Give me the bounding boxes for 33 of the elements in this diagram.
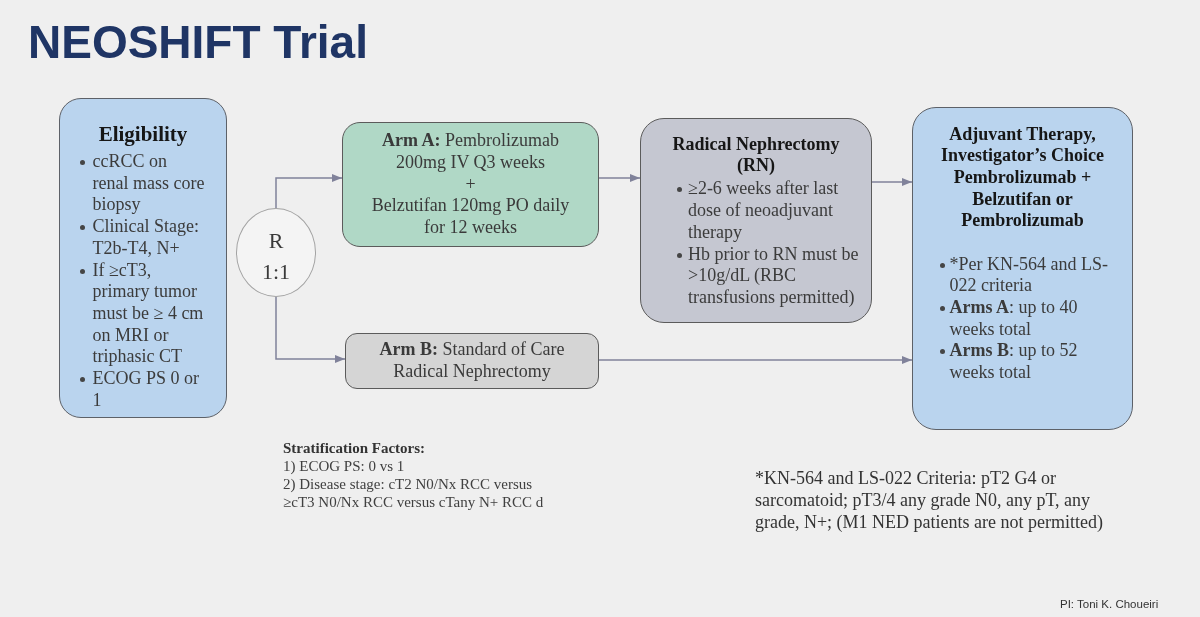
box-heading: Eligibility — [97, 122, 189, 146]
bullet-text: ECOG PS 0 or 1 — [92, 368, 200, 412]
connector-arrow — [275, 296, 346, 363]
connector-arrow — [871, 178, 913, 186]
bullet-text: Hb prior to RN must be >10g/dL (RBC transfusions permitted) — [688, 243, 860, 309]
bullet-text: ccRCC on renal mass core biopsy — [92, 151, 206, 217]
factor-text: 2) Disease stage: cT2 N0/Nx RCC versus ≥cT3 N0/Nx RCC versus cTany N+ RCC d — [283, 475, 545, 511]
box-text: Belzutifan 120mg PO daily for 12 weeks — [370, 195, 571, 239]
factor-text: 1) ECOG PS: 0 vs 1 — [283, 457, 405, 475]
treatment-arm-box — [342, 122, 599, 247]
box-text: + — [464, 173, 477, 196]
connector-arrow — [598, 174, 641, 182]
treatment-arm-box — [345, 333, 599, 389]
bullet-text: Arms B: up to 52 weeks total — [949, 340, 1079, 384]
connector-arrow — [598, 356, 913, 364]
bullet-text: ≥2-6 weeks after last dose of neoadjuvant therapy — [688, 178, 840, 244]
box-text: Arm A: Pembrolizumab 200mg IV Q3 weeks — [381, 130, 560, 174]
bullet-text: Clinical Stage: T2b-T4, N+ — [92, 216, 200, 260]
section-heading: Stratification Factors: — [283, 439, 426, 457]
surgery-box — [640, 118, 872, 323]
bullet-text: *Per KN-564 and LS-022 criteria — [949, 253, 1109, 297]
box-heading: Radical Nephrectomy (RN) — [671, 133, 841, 177]
footnote: *KN-564 and LS-022 Criteria: pT2 G4 or sarcomatoid; pT3/4 any grade N0, any pT, any grade, N+; (M1 NED patients are not permitted) — [755, 467, 1105, 533]
box-text: Arm B: Standard of Care Radical Nephrectomy — [378, 339, 566, 383]
eligibility-panel — [59, 98, 227, 418]
credit-text: PI: Toni K. Choueiri — [1060, 597, 1159, 612]
slide-title: NEOSHIFT Trial — [28, 17, 368, 67]
box-text: R 1:1 — [262, 226, 290, 286]
bullet-text: If ≥cT3, primary tumor must be ≥ 4 cm on MRI or triphasic CT — [92, 259, 205, 369]
bullet-text: Arms A: up to 40 weeks total — [949, 296, 1079, 341]
box-heading: Adjuvant Therapy, Investigator’s Choice Pembrolizumab + Belzutifan or Pembrolizumab — [939, 123, 1106, 232]
connector-arrow — [275, 174, 343, 209]
therapy-panel — [912, 107, 1133, 430]
